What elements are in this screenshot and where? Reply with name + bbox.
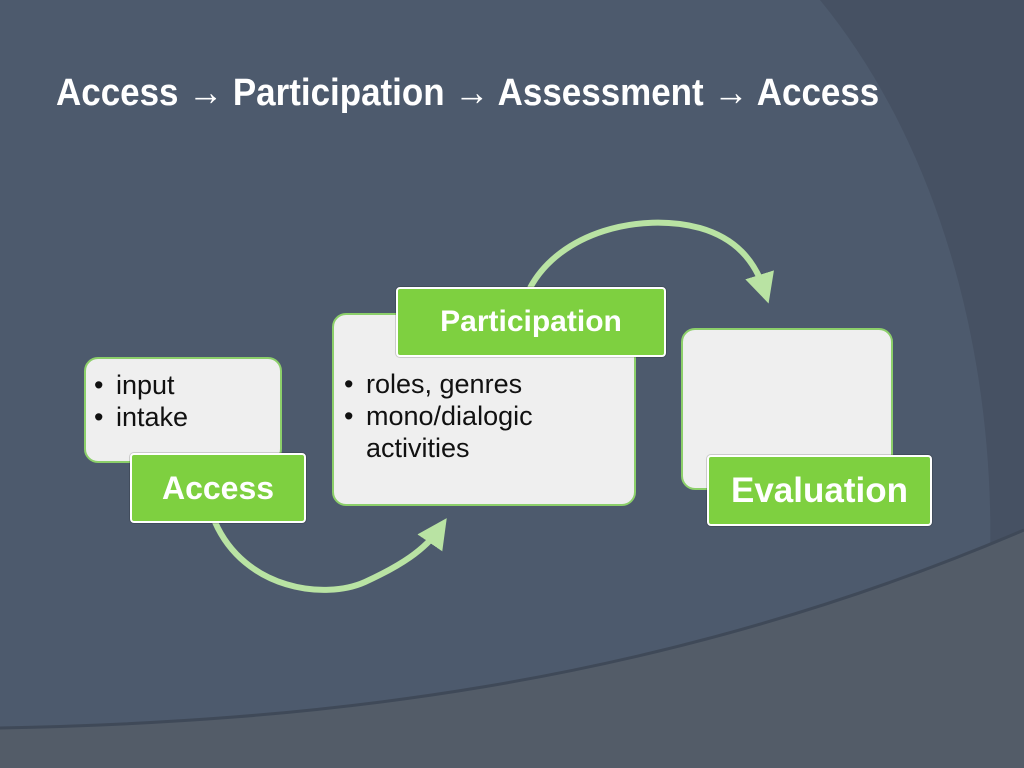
participation-bullet: roles, genres bbox=[340, 368, 590, 400]
access-bullet: input bbox=[90, 369, 280, 401]
evaluation-label: Evaluation bbox=[707, 455, 932, 526]
participation-bullet: mono/dialogic activities bbox=[340, 400, 590, 464]
access-bullet-list: input intake bbox=[90, 369, 280, 433]
background-swoosh-bottom bbox=[0, 530, 1024, 768]
background-arc-right bbox=[820, 0, 1024, 768]
background-swoosh-edge bbox=[0, 528, 1024, 730]
access-card: input intake bbox=[84, 357, 282, 463]
access-bullet: intake bbox=[90, 401, 280, 433]
slide-title: Access → Participation → Assessment → Ac… bbox=[56, 72, 880, 114]
participation-bullet-list: roles, genres mono/dialogic activities bbox=[340, 368, 590, 464]
participation-label: Participation bbox=[396, 287, 666, 357]
access-label: Access bbox=[130, 453, 306, 523]
participation-card: roles, genres mono/dialogic activities bbox=[332, 313, 636, 506]
